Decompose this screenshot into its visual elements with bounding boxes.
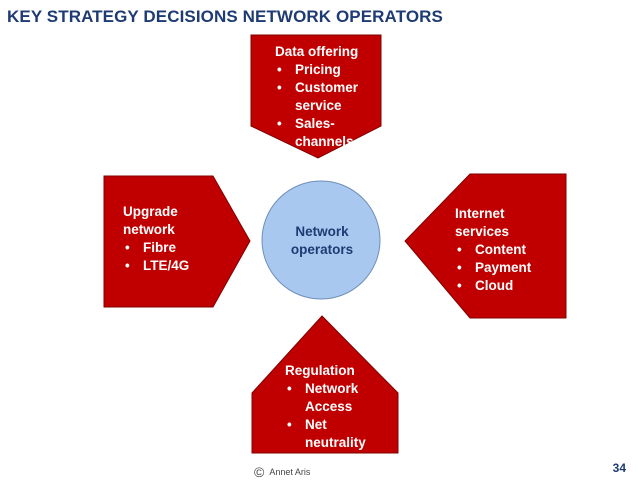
footer-author: Annet Aris [269, 467, 311, 477]
left-box-label: Upgrade network Fibre LTE/4G [123, 203, 223, 275]
page-number: 34 [612, 461, 626, 475]
center-label: Network operators [264, 223, 380, 259]
left-box-item: LTE/4G [123, 257, 223, 275]
bottom-box-label: Regulation Network Access Net neutrality [285, 362, 390, 452]
center-text: Network operators [290, 224, 354, 257]
top-box-item: Customer service [275, 79, 365, 115]
right-box-heading: Internet services [455, 206, 510, 239]
left-box-heading: Upgrade network [123, 204, 178, 237]
top-box-item: Pricing [275, 61, 379, 79]
left-box-item: Fibre [123, 239, 223, 257]
right-box-item: Cloud [455, 277, 560, 295]
right-box-item: Content [455, 241, 560, 259]
copyright-icon: © [254, 464, 265, 480]
bottom-box-item: Net neutrality [285, 416, 367, 452]
right-box-label: Internet services Content Payment Cloud [455, 205, 560, 295]
footer-copyright: © Annet Aris [254, 464, 310, 480]
bottom-box-item: Network Access [285, 380, 367, 416]
top-box-heading: Data offering [275, 44, 359, 59]
top-box-item: Sales-channels [275, 115, 359, 151]
right-box-item: Payment [455, 259, 560, 277]
slide-title: KEY STRATEGY DECISIONS NETWORK OPERATORS [7, 7, 443, 26]
center-circle [261, 180, 381, 300]
top-box-label: Data offering Pricing Customer service S… [275, 43, 379, 151]
bottom-box-heading: Regulation [285, 363, 355, 378]
